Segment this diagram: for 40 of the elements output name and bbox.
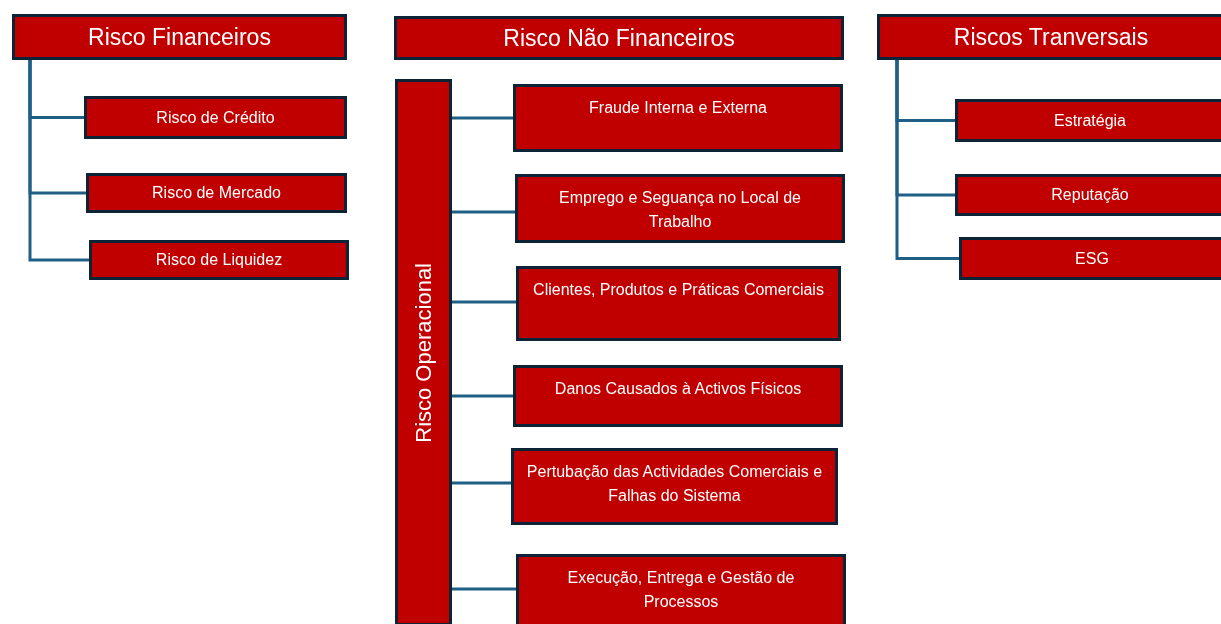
risk-label: Risco Não Financeiros — [503, 23, 735, 53]
category-header — [877, 14, 1221, 60]
connector-line — [452, 116, 513, 120]
connector-line — [452, 210, 515, 214]
risk-label: Pertubação das Actividades Comerciais e Falhas do Sistema — [526, 462, 823, 506]
risk-box — [959, 237, 1221, 280]
risk-box — [513, 365, 843, 427]
connector-line — [452, 587, 516, 591]
risk-box — [955, 174, 1221, 216]
connector-line — [28, 60, 89, 262]
risk-label: Estratégia — [1053, 110, 1126, 131]
risk-label: ESG — [1075, 248, 1109, 269]
category-header — [394, 16, 844, 60]
category-label: Risco Operacional — [410, 262, 437, 443]
risk-label: Risco de Liquidez — [155, 250, 283, 270]
risk-box — [513, 84, 843, 152]
risk-box — [516, 266, 841, 341]
category-header — [12, 14, 347, 60]
connector-line — [452, 394, 513, 398]
connector-line — [452, 481, 511, 485]
risk-label: Reputação — [1051, 185, 1129, 205]
risk-label: Riscos Tranversais — [953, 22, 1149, 52]
risk-box — [86, 173, 347, 213]
risk-box — [511, 448, 838, 525]
category-bar — [395, 79, 452, 624]
risk-label: Emprego e Seguança no Local de Trabalho — [558, 188, 802, 232]
risk-box — [515, 174, 845, 243]
risk-label: Risco Financeiros — [88, 22, 271, 52]
risk-box — [89, 240, 349, 280]
risk-label: Execução, Entrega e Gestão de Processos — [566, 568, 796, 612]
risk-label: Clientes, Produtos e Práticas Comerciais — [533, 280, 824, 300]
risk-box — [955, 99, 1221, 142]
risk-label: Risco de Mercado — [152, 183, 281, 203]
risk-label: Fraude Interna e Externa — [589, 98, 767, 118]
risk-label: Risco de Crédito — [156, 107, 275, 128]
connector-line — [895, 60, 959, 260]
risk-box — [84, 96, 347, 139]
risk-box — [516, 554, 846, 624]
connector-line — [452, 300, 516, 304]
risk-label: Danos Causados à Activos Físicos — [554, 379, 802, 399]
